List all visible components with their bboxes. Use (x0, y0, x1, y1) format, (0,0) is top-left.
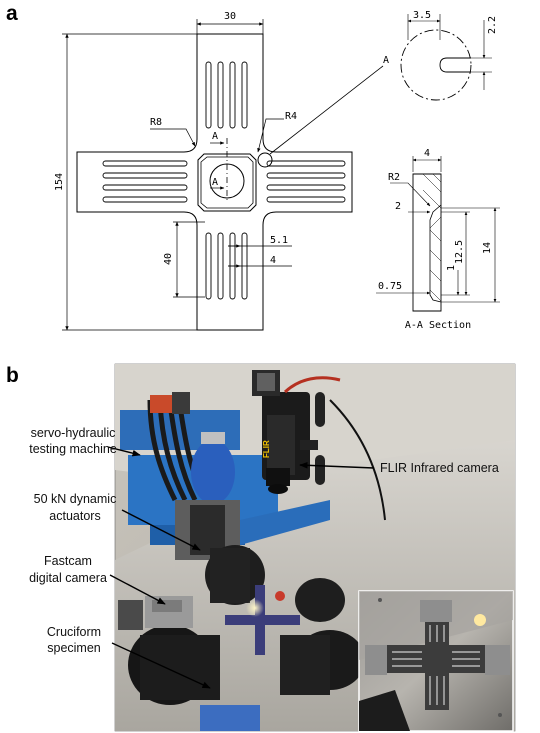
annotation-labels: servo-hydraulic testing machine 50 kN dy… (29, 426, 499, 655)
section-dim-a: 2 (395, 201, 401, 212)
dim-arm-width: 30 (224, 11, 236, 22)
dimension-lines (62, 19, 292, 331)
panel-b-letter: b (6, 364, 19, 387)
section-marker-top: A (212, 131, 218, 142)
dim-fillet-inner: R4 (285, 111, 297, 122)
right-arm-slots (266, 160, 346, 203)
label-flir: FLIR Infrared camera (380, 461, 499, 475)
label-actuators-line2: actuators (49, 509, 100, 523)
section-dim-d: 1 (446, 265, 457, 271)
detail-dim-depth: 2.2 (487, 16, 498, 34)
specimen-closeup-inset (358, 590, 514, 732)
center-square (197, 153, 257, 212)
section-dim-c: 14 (482, 242, 493, 254)
dim-overall: 154 (54, 173, 65, 191)
panel-a-letter: a (6, 2, 18, 25)
left-arm-slots (102, 160, 188, 203)
flir-brand-text: FLIR (262, 440, 271, 458)
detail-view (400, 14, 492, 101)
label-cruciform-line2: specimen (47, 641, 101, 655)
section-marker-bottom: A (212, 177, 218, 188)
dim-slot-length: 40 (163, 253, 174, 265)
cruciform-outline (76, 33, 353, 331)
section-dim-radius: R2 (388, 172, 400, 183)
label-servo-line2: testing machine (29, 442, 117, 456)
section-title: A-A Section (405, 320, 471, 331)
annotation-arrows (107, 446, 375, 689)
detail-circle-marker (257, 152, 273, 168)
section-dim-e: 0.75 (378, 281, 402, 292)
label-fastcam-line2: digital camera (29, 571, 107, 585)
section-dim-b: 12.5 (454, 240, 465, 264)
dim-slot-width: 4 (270, 255, 276, 266)
test-rig-photo: FLIR (114, 363, 516, 732)
label-cruciform-line1: Cruciform (47, 625, 101, 639)
dim-fillet-outer: R8 (150, 117, 162, 128)
dim-slot-pitch: 5.1 (270, 235, 288, 246)
detail-dim-slot: 3.5 (413, 10, 431, 21)
label-servo-line1: servo-hydraulic (31, 426, 116, 440)
top-arm-slots (205, 61, 248, 129)
section-view (376, 156, 500, 312)
label-fastcam-line1: Fastcam (44, 554, 92, 568)
label-actuators-line1: 50 kN dynamic (34, 492, 117, 506)
cruciform-drawing (62, 19, 384, 331)
section-dim-width: 4 (424, 148, 430, 159)
drawing-dimension-texts: 30 154 R8 R4 A A A 40 5.1 4 (54, 11, 389, 266)
detail-label: A (383, 55, 389, 66)
